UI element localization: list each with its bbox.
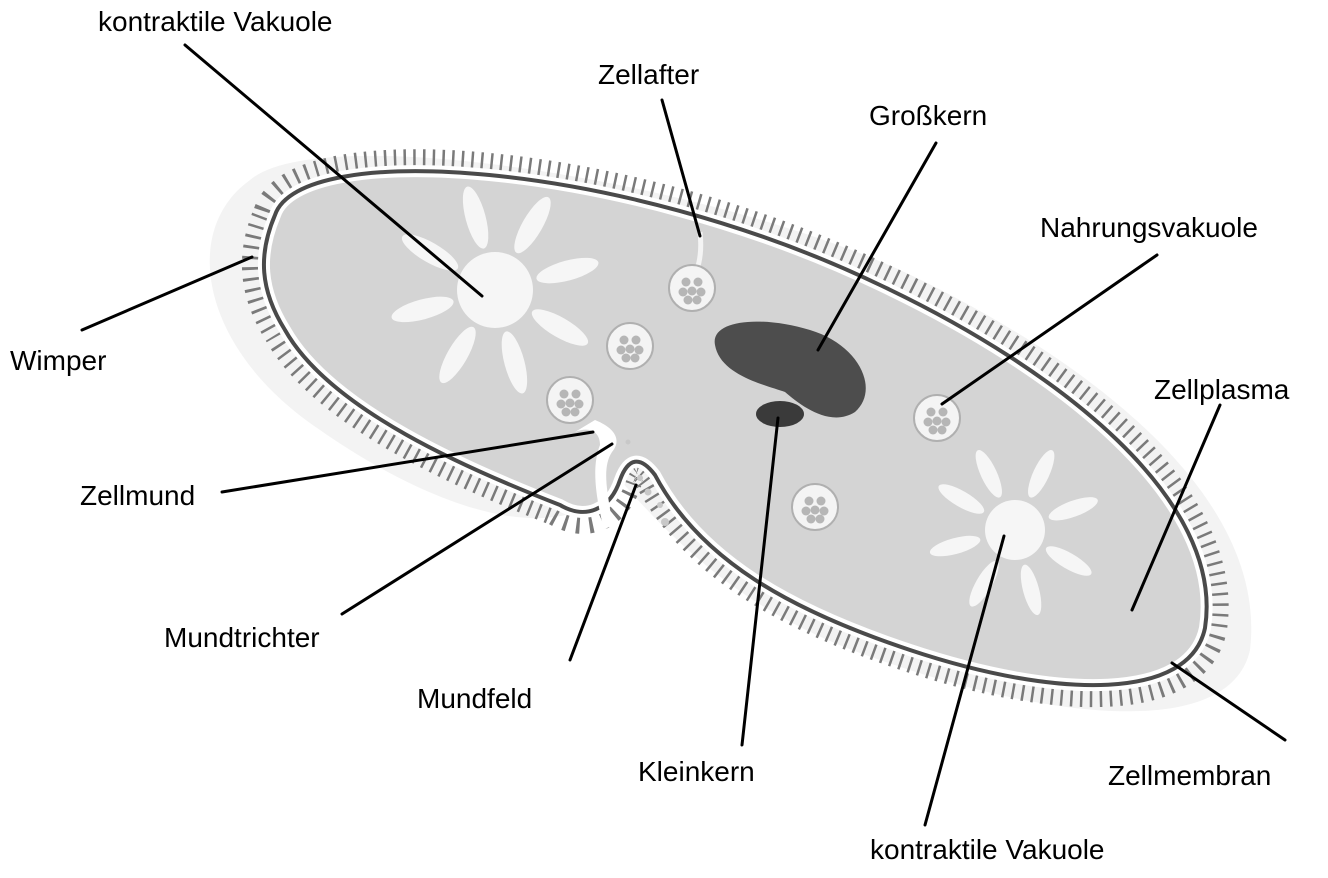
label-mundtrichter: Mundtrichter (164, 624, 320, 652)
label-zellmund: Zellmund (80, 482, 195, 510)
label-zellplasma: Zellplasma (1154, 376, 1289, 404)
label-grosskern: Großkern (869, 102, 987, 130)
label-mundfeld: Mundfeld (417, 685, 532, 713)
label-nahrungsvakuole: Nahrungsvakuole (1040, 214, 1258, 242)
food-vacuole (547, 377, 593, 423)
label-wimper: Wimper (10, 347, 106, 375)
micronucleus (756, 401, 804, 427)
food-vacuole (607, 323, 653, 369)
label-kleinkern: Kleinkern (638, 758, 755, 786)
food-vacuole (914, 395, 960, 441)
label-kontraktile-vakuole-bottom: kontraktile Vakuole (870, 836, 1105, 864)
label-zellafter: Zellafter (598, 61, 699, 89)
label-kontraktile-vakuole-top: kontraktile Vakuole (98, 8, 333, 36)
cell-body (264, 171, 1207, 685)
food-vacuole (792, 484, 838, 530)
label-zellmembran: Zellmembran (1108, 762, 1271, 790)
